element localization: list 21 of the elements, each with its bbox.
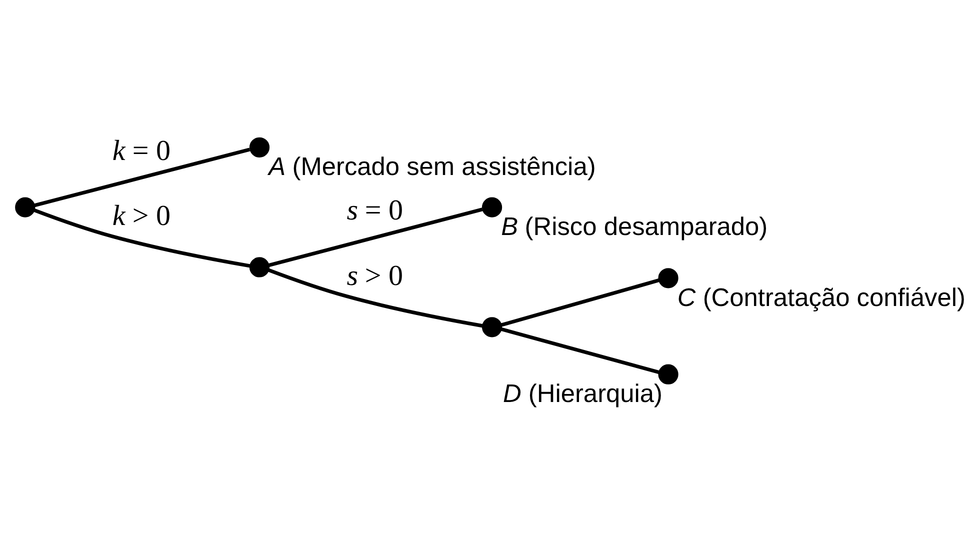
connector [34, 148, 250, 208]
connector [268, 208, 483, 267]
node-circle [658, 364, 678, 384]
connector [500, 278, 660, 327]
node-circle [482, 317, 502, 338]
edge-label: s = 0 [346, 194, 404, 227]
node-circle [15, 197, 36, 218]
node-label: A (Mercado sem assistência) [268, 153, 596, 182]
node-circle [249, 257, 270, 278]
node-label: C (Contratação confiável) [677, 284, 966, 312]
edge-label: k = 0 [112, 134, 170, 167]
connector [500, 327, 660, 374]
connector [268, 268, 483, 328]
node-circle [249, 137, 270, 158]
connector [33, 208, 251, 268]
node-label: B (Risco desamparado) [501, 212, 768, 241]
edge-label: s > 0 [346, 260, 404, 292]
node-label: D (Hierarquia) [502, 380, 663, 408]
node-circle [482, 197, 502, 218]
edge-label: k > 0 [112, 200, 170, 232]
node-circle [658, 268, 678, 288]
